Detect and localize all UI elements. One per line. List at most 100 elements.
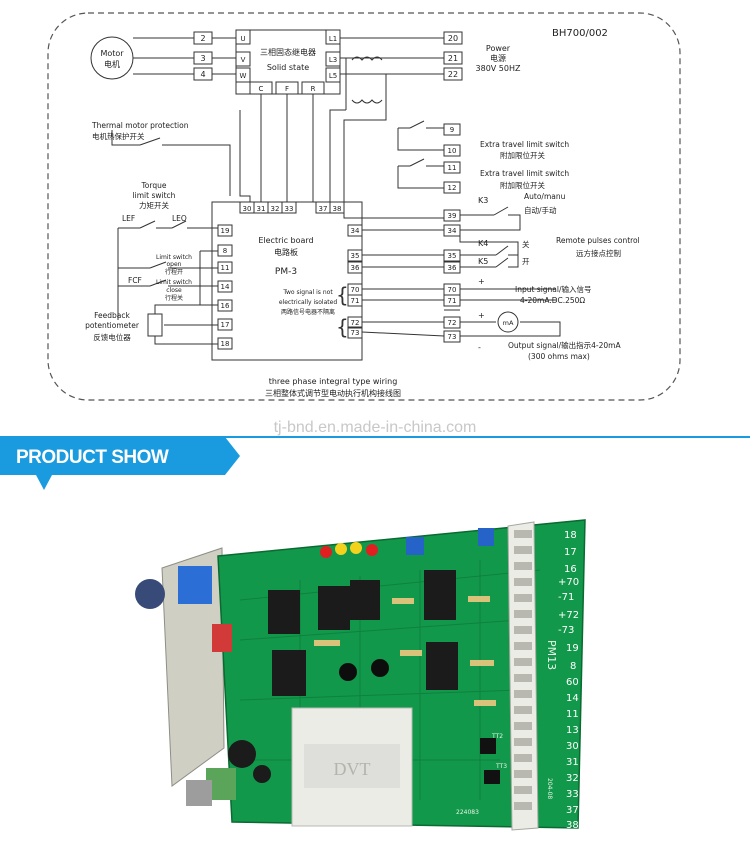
grey-connector [186, 780, 212, 806]
extra-travel-1-zh: 附加限位开关 [500, 150, 545, 160]
terminal-39: 39 [448, 212, 457, 220]
board-pin: 19 [221, 227, 230, 235]
board-pin: 72 [351, 319, 360, 327]
terminal-label: +72 [558, 610, 579, 621]
feedback-potentiometer-symbol [147, 313, 163, 337]
relay-pin-r: R [311, 85, 316, 93]
red-connector [212, 624, 232, 652]
limit-open-2: open [167, 261, 182, 268]
power-terminal-20: 20 [448, 34, 458, 43]
serial-number: 224083 [456, 809, 479, 816]
limit-close-1: Limit switch [156, 279, 192, 286]
board-pin: 32 [271, 205, 280, 213]
ic-chip [268, 590, 300, 634]
relay-pin-v: V [241, 56, 246, 64]
board-pin: 73 [351, 329, 360, 337]
ic-chip [318, 586, 350, 630]
k5-label: K5 [478, 257, 488, 266]
terminal-35: 35 [448, 252, 457, 260]
power-label-en: Power [486, 44, 511, 53]
terminal-label: 14 [566, 693, 579, 704]
power-terminal-22: 22 [448, 70, 458, 79]
led-red [320, 546, 332, 558]
limit-close-zh: 行程关 [165, 294, 183, 302]
feedback-label-2: potentiometer [85, 321, 140, 330]
motor-label-en: Motor [100, 49, 124, 58]
transistor [484, 770, 500, 784]
revision-label: 204-08 [546, 778, 553, 799]
auto-manu-zh: 自动/手动 [524, 205, 557, 215]
terminal-label: 32 [566, 773, 579, 784]
terminal-11: 11 [448, 164, 457, 172]
terminal-label: -73 [558, 625, 574, 636]
torque-label-2: limit switch [133, 191, 176, 200]
terminal-label: 13 [566, 725, 579, 736]
board-pin: 16 [221, 302, 230, 310]
relay-label-en: Solid state [267, 63, 309, 72]
ic-chip [350, 580, 380, 620]
terminal-label: 17 [564, 547, 577, 558]
motor-terminal-3: 3 [200, 54, 205, 63]
product-show-banner: PRODUCT SHOW [0, 436, 750, 490]
terminal-label: 33 [566, 789, 579, 800]
electric-board [211, 201, 363, 361]
terminal-label: 19 [566, 643, 579, 654]
remote-pulses-en: Remote pulses control [556, 236, 640, 245]
board-pin: 34 [351, 227, 360, 235]
thermal-label-zh: 电机热保护开关 [92, 131, 145, 141]
lef-label: LEF [122, 214, 135, 223]
caption-en: three phase integral type wiring [269, 377, 398, 386]
wiring-diagram [47, 12, 681, 401]
fcf-label: FCF [128, 276, 142, 285]
terminal-34: 34 [448, 227, 457, 235]
torque-label-1: Torque [141, 181, 167, 190]
metal-bracket [161, 547, 225, 787]
feedback-label-zh: 反馈电位器 [93, 332, 131, 342]
caption-zh: 三相整体式调节型电动执行机构接线图 [265, 388, 401, 398]
terminal-72: 72 [448, 319, 457, 327]
board-pin: 17 [221, 321, 230, 329]
input-signal-2: 4-20mA.DC.250Ω [520, 296, 585, 305]
output-signal-2: (300 ohms max) [528, 352, 590, 361]
tt3-label: TT3 [495, 763, 507, 770]
board-pin: 37 [319, 205, 328, 213]
terminal-9: 9 [450, 126, 454, 134]
milliamp-meter-symbol [497, 311, 519, 333]
led-yellow [335, 543, 347, 555]
feedback-label-1: Feedback [94, 311, 130, 320]
motor-terminal-2: 2 [200, 34, 205, 43]
relay-pin-l5: L5 [329, 72, 337, 80]
board-pin: 70 [351, 286, 360, 294]
limit-close-2: close [166, 287, 182, 294]
relay-pin-l1: L1 [329, 35, 337, 43]
board-pin: 35 [351, 252, 360, 260]
board-label-en: Electric board [258, 236, 313, 245]
capacitor [339, 663, 357, 681]
isolation-note-2: electrically isolated [279, 299, 337, 306]
isolation-note-1: Two signal is not [282, 289, 333, 296]
ic-chip [426, 642, 458, 690]
input-plus: + [478, 277, 485, 286]
brace-upper: { [336, 283, 349, 307]
k5-on-label: 开 [522, 257, 530, 266]
board-pin: 11 [221, 264, 230, 272]
limit-open-1: Limit switch [156, 254, 192, 261]
remote-pulses-zh: 远方接点控制 [576, 248, 621, 258]
banner-title: PRODUCT SHOW [16, 447, 169, 468]
terminal-73: 73 [448, 333, 457, 341]
terminal-label: 38 [566, 820, 579, 831]
motor-terminal-4: 4 [200, 70, 205, 79]
terminal-label: +70 [558, 577, 579, 588]
watermark: tj-bnd.en.made-in-china.com [274, 419, 477, 436]
tt2-label: TT2 [491, 733, 503, 740]
potentiometer-knob [135, 579, 165, 609]
relay-pin-u: U [240, 35, 245, 43]
board-pin: 14 [221, 283, 230, 291]
board-pin: 36 [351, 264, 360, 272]
capacitor [253, 765, 271, 783]
relay-pin-f: F [285, 85, 289, 93]
relay-pin-c: C [259, 85, 264, 93]
capacitor [228, 740, 256, 768]
solid-state-relay [235, 29, 341, 95]
board-pin: 30 [243, 205, 252, 213]
